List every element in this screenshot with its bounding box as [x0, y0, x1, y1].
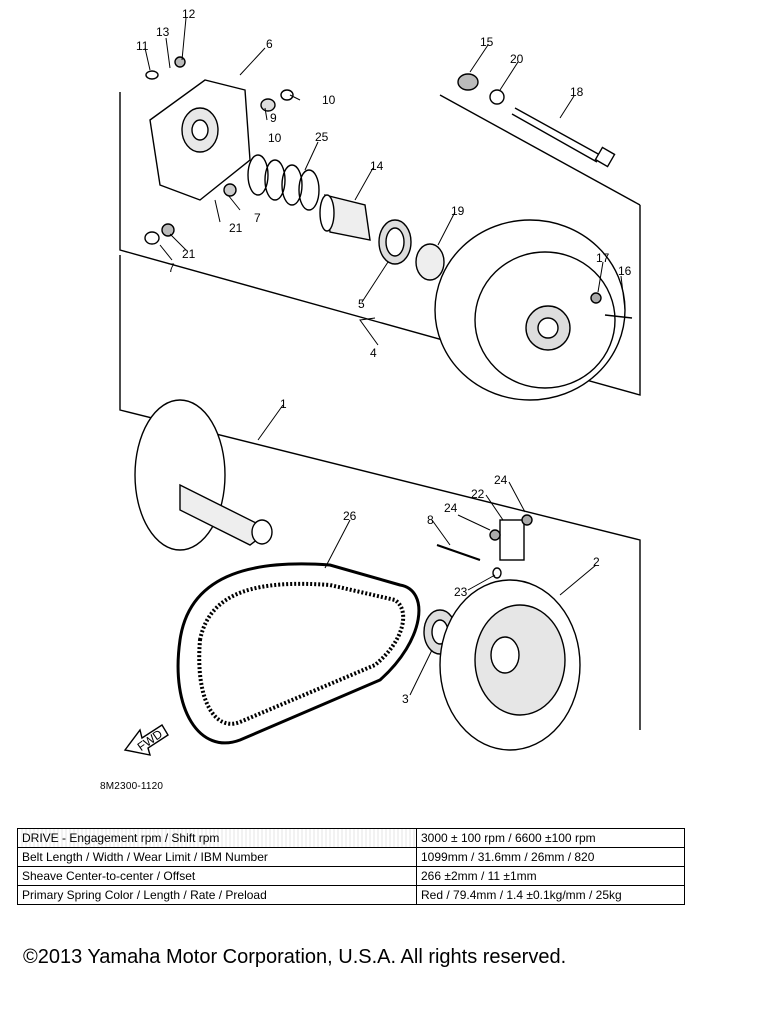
lower-group-frame [119, 255, 641, 730]
spec-label: Primary Spring Color / Length / Rate / P… [17, 885, 417, 905]
callout: 17 [596, 251, 610, 265]
exploded-parts-diagram: 1 2 3 4 5 6 7 7 8 9 10 10 11 12 13 14 15… [119, 7, 641, 756]
spec-row: DRIVE - Engagement rpm / Shift rpm 3000 … [17, 828, 685, 848]
callout: 18 [570, 85, 584, 99]
upper-group-frame [119, 92, 641, 396]
callout: 5 [358, 297, 365, 311]
nut-24b [521, 514, 533, 526]
fixed-sheave [134, 399, 273, 551]
callout: 15 [480, 35, 494, 49]
spec-label: Sheave Center-to-center / Offset [17, 866, 417, 886]
washer-10 [280, 89, 294, 101]
callout: 2 [593, 555, 600, 569]
callout: 7 [254, 211, 261, 225]
spec-row: Belt Length / Width / Wear Limit / IBM N… [17, 847, 685, 867]
callout: 1 [280, 397, 287, 411]
nut-15 [457, 73, 479, 91]
spec-label: Belt Length / Width / Wear Limit / IBM N… [17, 847, 417, 867]
bushing-19 [415, 243, 445, 281]
washer-20 [489, 89, 505, 105]
nut-21 [161, 223, 175, 237]
callout: 21 [229, 221, 243, 235]
spec-value: 3000 ± 100 rpm / 6600 ±100 rpm [416, 828, 685, 848]
right-group-frame [439, 94, 641, 206]
copyright-notice: ©2013 Yamaha Motor Corporation, U.S.A. A… [23, 946, 567, 968]
bracket-22 [499, 519, 525, 561]
callout: 10 [268, 131, 282, 145]
spec-value: Red / 79.4mm / 1.4 ±0.1kg/mm / 25kg [416, 885, 685, 905]
spec-table: DRIVE - Engagement rpm / Shift rpm 3000 … [17, 828, 685, 905]
bolt-16 [604, 314, 633, 319]
callout: 23 [454, 585, 468, 599]
callout: 10 [322, 93, 336, 107]
callout: 24 [444, 501, 458, 515]
fwd-arrow [123, 724, 169, 756]
spider-arm-part [149, 79, 251, 201]
callout: 8 [427, 513, 434, 527]
spec-row: Primary Spring Color / Length / Rate / P… [17, 885, 685, 905]
callout: 22 [471, 487, 485, 501]
callout: 26 [343, 509, 357, 523]
long-bolt-18 [511, 107, 616, 168]
callout: 6 [266, 37, 273, 51]
callout: 20 [510, 52, 524, 66]
primary-spring [247, 154, 320, 211]
callout: 11 [136, 39, 149, 53]
drive-belt [176, 562, 421, 745]
nut-24 [489, 529, 501, 541]
pin-8 [436, 544, 481, 561]
callout: 14 [370, 159, 384, 173]
drive-sheave-2 [439, 579, 581, 751]
pin-23 [492, 567, 502, 579]
nut-17 [590, 292, 602, 304]
callout: 3 [402, 692, 409, 706]
spec-label: DRIVE - Engagement rpm / Shift rpm [17, 828, 417, 848]
callout: 19 [451, 204, 465, 218]
callout: 12 [182, 7, 196, 21]
callout: 21 [182, 247, 196, 261]
spec-value: 1099mm / 31.6mm / 26mm / 820 [416, 847, 685, 867]
cap-7 [144, 231, 160, 245]
spec-value: 266 ±2mm / 11 ±1mm [416, 866, 685, 886]
callout: 7 [168, 261, 175, 275]
callout: 25 [315, 130, 329, 144]
callout: 13 [156, 25, 170, 39]
nut-12 [174, 56, 186, 68]
nut-9 [260, 98, 276, 112]
bolt-11 [145, 70, 159, 80]
movable-sheave [434, 219, 626, 401]
callout: 16 [618, 264, 632, 278]
callout: 24 [494, 473, 508, 487]
nut-7 [223, 183, 237, 197]
callout: 4 [370, 346, 377, 360]
figure-code: 8M2300-1120 [100, 781, 164, 792]
sleeve [319, 194, 371, 241]
callout: 9 [270, 111, 277, 125]
spec-row: Sheave Center-to-center / Offset 266 ±2m… [17, 866, 685, 886]
